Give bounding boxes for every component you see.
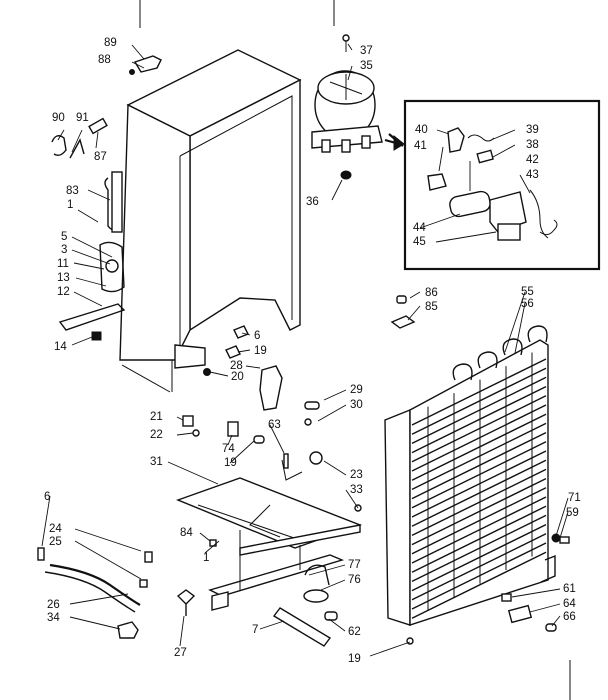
- coil-tube: [411, 505, 547, 573]
- coil-tube: [411, 551, 547, 619]
- label-31: 31: [150, 456, 163, 468]
- label-28: 28: [230, 360, 243, 372]
- coil-tube: [411, 441, 547, 509]
- label-63: 63: [268, 419, 281, 431]
- label-19-upper: 19: [254, 345, 267, 357]
- label-44: 44: [413, 222, 426, 234]
- coil-tube: [411, 468, 547, 537]
- label-22: 22: [150, 429, 163, 441]
- label-71: 71: [568, 492, 581, 504]
- label-36: 36: [306, 196, 319, 208]
- label-45: 45: [413, 236, 426, 248]
- label-6-upper: 6: [254, 330, 260, 342]
- label-41: 41: [414, 140, 427, 152]
- part-labels: 89 88 37 35 90 91 87 83 1 5 3 11 13 12 1…: [44, 37, 581, 665]
- label-25: 25: [49, 536, 62, 548]
- label-43: 43: [526, 169, 539, 181]
- label-87: 87: [94, 151, 107, 163]
- label-86: 86: [425, 287, 438, 299]
- label-37: 37: [360, 45, 373, 57]
- coil-tube: [411, 523, 547, 592]
- label-38: 38: [526, 139, 539, 151]
- coil-tube: [411, 431, 547, 500]
- label-12: 12: [57, 286, 70, 298]
- coil-tube: [411, 477, 547, 546]
- label-21: 21: [150, 411, 163, 423]
- coil-tube: [411, 514, 547, 583]
- label-3: 3: [61, 244, 67, 256]
- label-35: 35: [360, 60, 373, 72]
- condenser-coil: [384, 325, 556, 626]
- coil-tube: [411, 376, 547, 445]
- coil-tube: [411, 542, 547, 610]
- leader-lines: [41, 43, 569, 657]
- label-85: 85: [425, 301, 438, 313]
- label-84: 84: [180, 527, 193, 539]
- label-27: 27: [174, 647, 187, 659]
- coil-tube: [411, 459, 547, 527]
- label-76: 76: [348, 574, 361, 586]
- label-6-lower: 6: [44, 491, 50, 503]
- label-13: 13: [57, 272, 70, 284]
- label-7: 7: [252, 624, 258, 636]
- coil-tube: [411, 496, 547, 564]
- label-30: 30: [350, 399, 363, 411]
- label-66: 66: [563, 611, 576, 623]
- label-83: 83: [66, 185, 79, 197]
- label-19-middle: 19: [224, 457, 237, 469]
- coil-tube: [411, 358, 547, 426]
- label-34: 34: [47, 612, 60, 624]
- coil-tube: [411, 413, 547, 481]
- label-39: 39: [526, 124, 539, 136]
- coil-tube: [411, 422, 547, 491]
- label-11: 11: [57, 258, 69, 270]
- label-55: 55: [521, 286, 534, 298]
- label-40: 40: [415, 124, 428, 136]
- label-1-upper: 1: [67, 199, 73, 211]
- label-26: 26: [47, 599, 60, 611]
- coil-tube: [411, 533, 547, 601]
- label-5: 5: [61, 231, 67, 243]
- label-62: 62: [348, 626, 361, 638]
- label-33: 33: [350, 484, 363, 496]
- top-left-parts: [51, 55, 162, 159]
- label-90: 90: [52, 112, 65, 124]
- label-19-lower: 19: [348, 653, 361, 665]
- cabinet-side-hardware: [58, 171, 126, 341]
- bottom-left-parts: [37, 533, 570, 647]
- label-24: 24: [49, 523, 62, 535]
- label-1-lower: 1: [203, 552, 209, 564]
- coil-tube: [411, 404, 547, 472]
- electrical-inset: [384, 99, 601, 271]
- label-74: 74: [222, 443, 235, 455]
- label-64: 64: [563, 598, 576, 610]
- label-61: 61: [563, 583, 576, 595]
- cabinet: [119, 49, 302, 393]
- label-59: 59: [566, 507, 579, 519]
- label-23: 23: [350, 469, 363, 481]
- label-14: 14: [54, 341, 67, 353]
- base-frame: [176, 477, 363, 611]
- label-77: 77: [348, 559, 361, 571]
- coil-tube: [411, 450, 547, 518]
- label-42: 42: [526, 154, 539, 166]
- middle-parts: [182, 295, 416, 547]
- label-88: 88: [98, 54, 111, 66]
- label-91: 91: [76, 112, 89, 124]
- coil-tube: [411, 395, 547, 463]
- coil-tube: [411, 367, 547, 435]
- label-20: 20: [231, 371, 244, 383]
- label-29: 29: [350, 384, 363, 396]
- coil-tube: [411, 385, 547, 454]
- compressor: [311, 34, 383, 180]
- coil-tube: [411, 487, 547, 555]
- label-89: 89: [104, 37, 117, 49]
- label-56: 56: [521, 298, 534, 310]
